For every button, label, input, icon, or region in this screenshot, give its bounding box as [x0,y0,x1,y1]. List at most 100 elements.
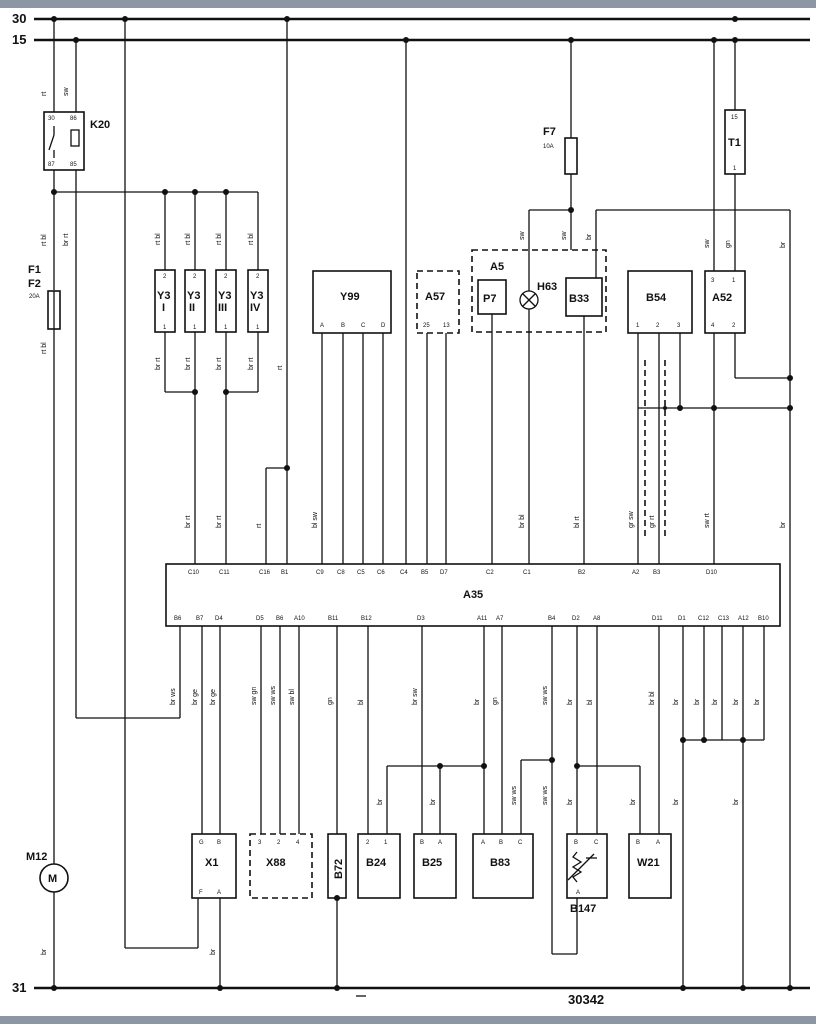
svg-text:bl: bl [587,699,594,705]
svg-text:1: 1 [193,325,197,331]
svg-text:br: br [430,798,437,805]
sensor-b147: B C A B147 [566,833,608,915]
svg-text:D10: D10 [706,570,718,576]
svg-text:br: br [586,233,593,240]
svg-text:15: 15 [731,115,738,121]
svg-text:rt bl: rt bl [155,233,162,245]
a35-top-pins: C10 C11 C16 B1 C9 C8 C5 C6 C4 B5 D7 C2 C… [188,570,718,576]
svg-text:A: A [656,840,660,846]
svg-text:br rt: br rt [185,358,192,371]
svg-text:W21: W21 [637,857,660,869]
svg-text:A2: A2 [632,570,640,576]
injector-y3-3: 2 Y3 III 1 [215,269,237,333]
lower-wiring: br ws br ge br ge sw gn sw ws sw bl gn b… [76,626,765,988]
svg-text:2: 2 [256,274,260,280]
svg-text:1: 1 [224,325,228,331]
svg-text:B3: B3 [653,570,661,576]
sensor-b72: B72 [327,833,347,988]
svg-text:H63: H63 [537,281,557,293]
svg-text:C: C [594,840,599,846]
svg-text:I: I [162,302,165,314]
svg-text:br: br [712,698,719,705]
svg-text:A5: A5 [490,261,504,273]
svg-text:A7: A7 [496,616,504,622]
svg-text:rt bl: rt bl [185,233,192,245]
svg-text:rt bl: rt bl [248,233,255,245]
svg-text:B: B [217,840,221,846]
svg-text:br ge: br ge [192,689,199,705]
ecu-a35: A35 C10 C11 C16 B1 C9 C8 C5 C6 C4 B5 D7 … [165,563,781,627]
svg-text:sw ws: sw ws [511,785,518,805]
svg-text:sw ws: sw ws [542,685,549,705]
svg-text:C4: C4 [400,570,408,576]
svg-text:Y3: Y3 [218,290,231,302]
svg-text:B: B [636,840,640,846]
svg-text:sw gn: sw gn [251,687,258,705]
svg-text:rt: rt [256,524,263,528]
injector-y3-2: 2 Y3 II 1 [184,269,206,333]
svg-text:gn: gn [725,240,732,248]
svg-text:2: 2 [193,274,197,280]
svg-text:sw: sw [704,239,711,249]
window-top-border [0,0,816,8]
svg-text:bl rt: bl rt [574,516,581,528]
svg-text:B10: B10 [758,616,769,622]
component-a52: 3 1 A52 4 2 sw rt br [638,270,793,564]
window-bottom-border [0,1016,816,1024]
svg-text:F1: F1 [28,264,41,276]
sensor-b83: A B C B83 [472,833,534,899]
svg-text:D: D [381,323,386,329]
svg-text:D1: D1 [678,616,686,622]
svg-text:B5: B5 [421,570,429,576]
svg-text:gr rt: gr rt [649,516,656,529]
svg-text:13: 13 [443,323,450,329]
svg-text:B6: B6 [276,616,284,622]
svg-text:B1: B1 [281,570,289,576]
svg-text:rt bl: rt bl [41,234,48,246]
svg-text:sw: sw [561,231,568,241]
svg-text:B72: B72 [333,859,345,879]
svg-text:sw ws: sw ws [270,685,277,705]
svg-text:br sw: br sw [412,687,419,705]
svg-text:A35: A35 [463,589,483,601]
component-b54: B54 1 2 3 gr sw gr rt [627,270,693,564]
svg-text:B12: B12 [361,616,372,622]
sensor-b25: B A B25 [413,833,457,899]
rail-15: 15 [12,32,810,47]
svg-text:gr sw: gr sw [628,510,635,528]
component-w21: B A W21 [628,833,672,899]
svg-text:G: G [199,840,204,846]
svg-text:br rt: br rt [216,358,223,371]
svg-text:A: A [320,323,324,329]
svg-text:B2: B2 [578,570,586,576]
svg-text:br ge: br ge [210,689,217,705]
svg-text:br bl: br bl [519,514,526,528]
svg-text:br: br [567,698,574,705]
svg-text:3: 3 [711,278,715,284]
svg-text:III: III [218,302,227,314]
rail-31-label: 31 [12,980,26,995]
svg-text:C16: C16 [259,570,271,576]
svg-text:br: br [673,698,680,705]
svg-text:85: 85 [70,162,77,168]
rail-15-label: 15 [12,32,26,47]
svg-text:rt: rt [277,366,284,370]
svg-text:B4: B4 [548,616,556,622]
injector-y3-1: 2 Y3 I 1 [154,269,176,333]
svg-text:C2: C2 [486,570,494,576]
svg-text:2: 2 [656,323,660,329]
svg-text:A8: A8 [593,616,601,622]
svg-text:br rt: br rt [155,358,162,371]
svg-text:3: 3 [258,840,262,846]
svg-text:B6: B6 [174,616,182,622]
svg-text:A: A [217,890,221,896]
svg-text:br rt: br rt [216,516,223,529]
svg-text:B24: B24 [366,857,387,869]
svg-text:2: 2 [277,840,281,846]
svg-text:br rt: br rt [248,358,255,371]
connector-x88: 3 2 4 X88 [249,833,313,899]
rail-30-label: 30 [12,11,26,26]
svg-text:1: 1 [163,325,167,331]
svg-text:C1: C1 [523,570,531,576]
